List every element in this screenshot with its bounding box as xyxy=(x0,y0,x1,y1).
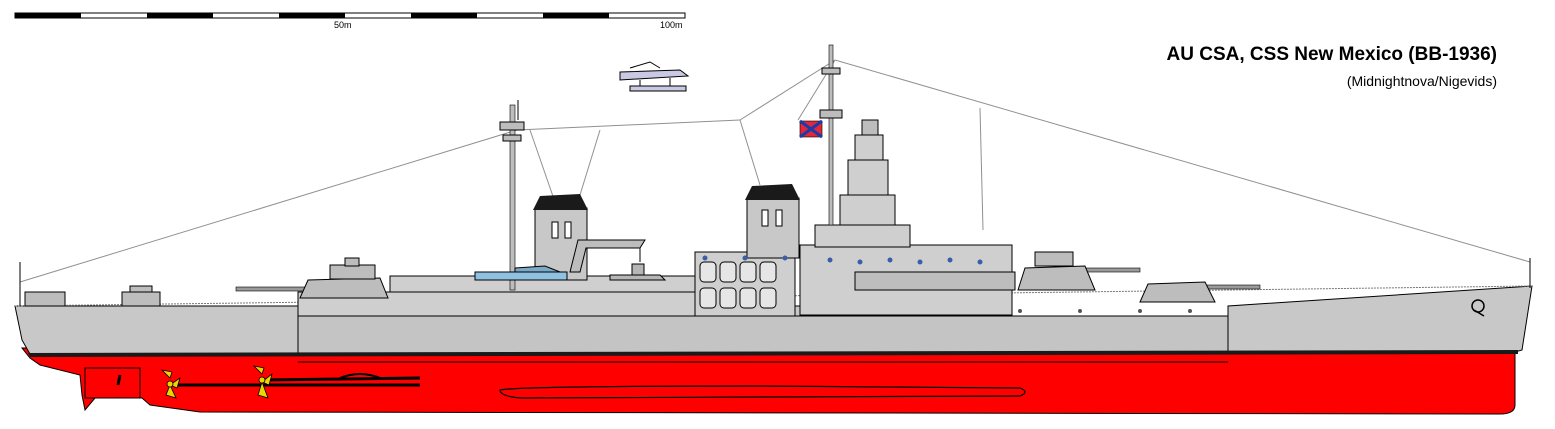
stern-gun-mounts xyxy=(24,285,161,307)
flag-icon xyxy=(799,119,823,139)
ship-title: AU CSA, CSS New Mexico (BB-1936) xyxy=(1166,44,1497,65)
main-turret-a xyxy=(1139,281,1261,303)
aircraft-crane xyxy=(569,239,646,273)
boat-deck xyxy=(694,251,796,317)
catapult-aircraft xyxy=(474,265,568,281)
forward-superstructure xyxy=(702,119,1016,316)
propeller-icon xyxy=(160,369,181,399)
fore-funnel xyxy=(745,184,800,259)
aft-mast xyxy=(499,100,525,291)
boot-top xyxy=(28,350,1518,357)
main-turret-b xyxy=(1017,251,1141,291)
main-turret-aft xyxy=(235,257,389,299)
scale-label-100m: 100m xyxy=(660,20,683,30)
hull-red-underwater xyxy=(20,347,1516,415)
scale-bar: 50m 100m xyxy=(14,12,686,30)
floatplane-icon xyxy=(619,61,690,92)
anchor-icon xyxy=(1471,299,1485,317)
propulsion xyxy=(84,365,421,399)
bilge-keel xyxy=(499,385,1026,399)
armor-belt xyxy=(297,315,1229,355)
rigging-wires xyxy=(19,59,1531,283)
scale-label-50m: 50m xyxy=(334,20,352,30)
rudder xyxy=(84,367,141,399)
foremast xyxy=(819,44,843,226)
ship-credits: (Midnightnova/Nigevids) xyxy=(1346,73,1497,89)
deck-aircraft xyxy=(609,263,667,281)
hull xyxy=(14,285,1533,415)
propeller-icon xyxy=(252,365,273,399)
